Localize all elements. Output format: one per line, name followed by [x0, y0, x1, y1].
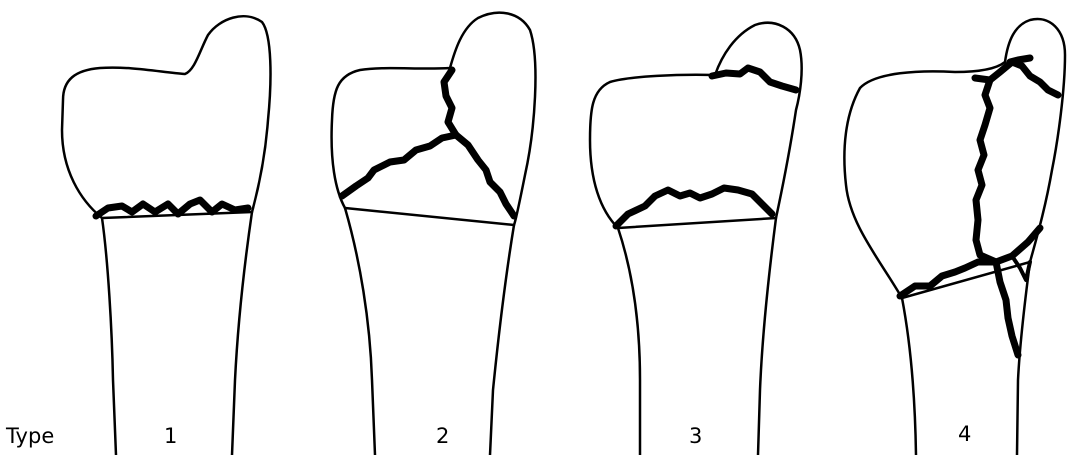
- bone-type-4-shaft-right: [1017, 262, 1030, 455]
- bone-type-1-shaft-left: [102, 218, 116, 455]
- type-1-label: 1: [164, 424, 177, 448]
- type-row-label: Type: [6, 424, 54, 448]
- bone-type-3-shaft-left: [618, 228, 640, 455]
- bone-type-1: [62, 16, 270, 455]
- bone-type-1-outline: [62, 16, 270, 218]
- bone-type-2-outline: [332, 13, 536, 225]
- bone-type-3-shaft-right: [758, 218, 776, 455]
- bone-type-4-shaft-left: [902, 298, 916, 455]
- bone-type-4: [844, 19, 1065, 455]
- bone-type-4-fracture-styloid: [996, 262, 1018, 355]
- type-3-label: 3: [689, 424, 702, 448]
- bone-type-1-shaft-right: [232, 212, 252, 455]
- type-4-label: 4: [958, 422, 971, 446]
- bone-type-4-fracture-top-right: [1010, 58, 1030, 62]
- bone-type-2-shaft-right: [490, 225, 514, 455]
- type-2-label: 2: [436, 424, 449, 448]
- bone-type-2-shaft-left: [345, 208, 375, 455]
- bone-type-3: [590, 23, 802, 455]
- bone-type-2: [332, 13, 536, 455]
